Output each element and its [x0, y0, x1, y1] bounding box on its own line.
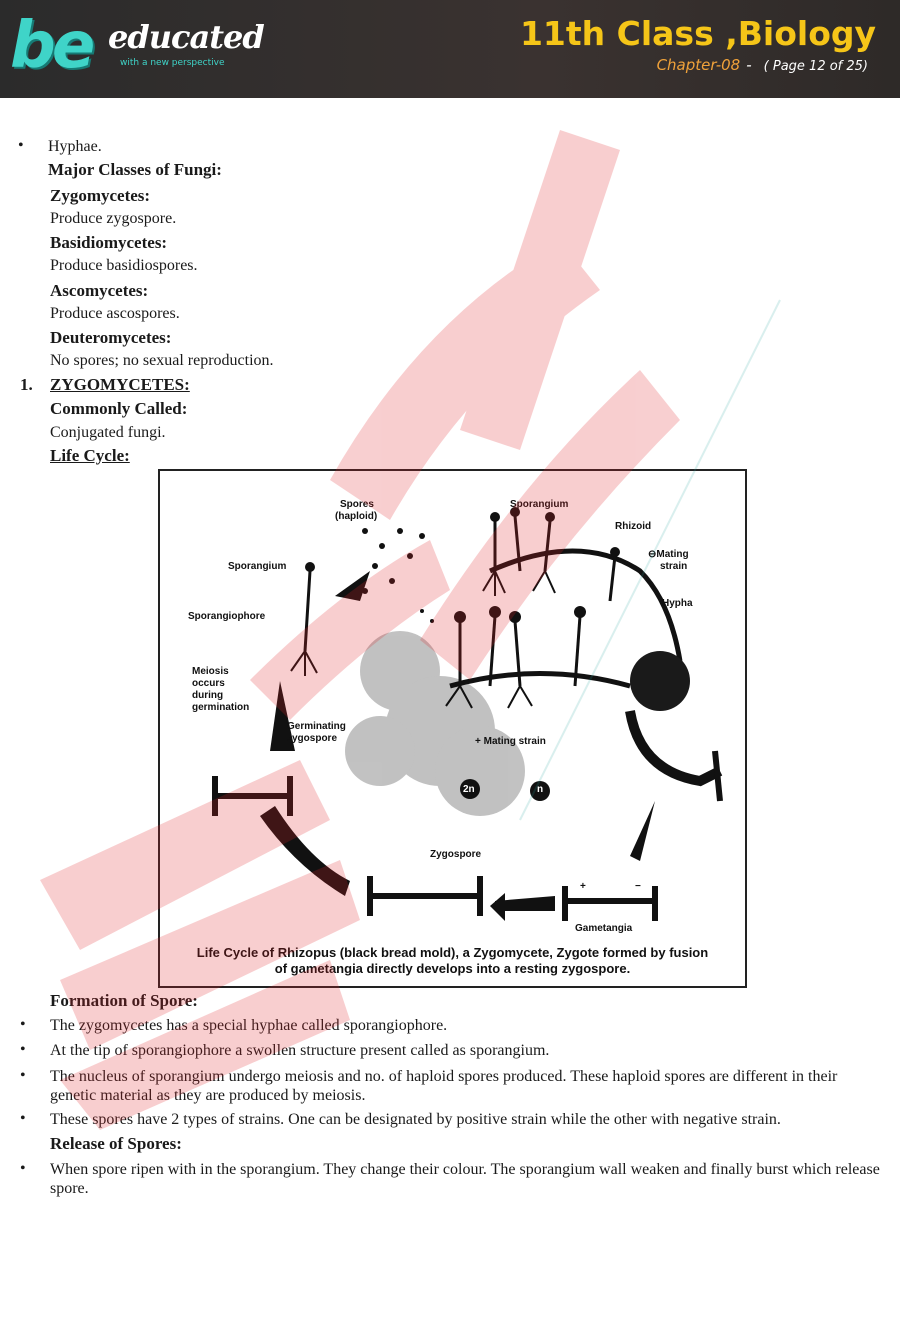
formation-bullet-1: The zygomycetes has a special hyphae cal…	[50, 1017, 448, 1034]
zygomycetes-heading: Zygomycetes:	[50, 186, 151, 205]
ascomycetes-heading: Ascomycetes:	[50, 281, 149, 300]
chapter-label: Chapter-08	[656, 56, 741, 74]
section-number: 1.	[20, 375, 33, 394]
bullet-dot: •	[18, 137, 24, 154]
bullet-dot: •	[20, 1016, 26, 1033]
chapter-page-info: Chapter-08-( Page 12 of 25)	[657, 56, 868, 74]
zygomycetes-text: Produce zygospore.	[50, 210, 177, 227]
bullet-dot: •	[20, 1160, 26, 1177]
label-mating-minus: ⊖Mating	[648, 549, 689, 560]
caption-line-2: of gametangia directly develops into a r…	[274, 961, 631, 976]
label-rhizoid: Rhizoid	[615, 521, 652, 532]
bullet-dot: •	[20, 1110, 26, 1127]
release-heading: Release of Spores:	[50, 1134, 182, 1153]
bullet-dot: •	[20, 1041, 26, 1058]
major-classes-heading: Major Classes of Fungi:	[48, 160, 222, 179]
label-2n: 2n	[463, 784, 475, 795]
label-plus-mating-strain: + Mating strain	[475, 736, 546, 747]
figure-caption: Life Cycle of Rhizopus (black bread mold…	[160, 945, 745, 977]
label-meiosis-1: Meiosis	[192, 666, 229, 677]
class-subject-title: 11th Class ,Biology	[519, 14, 876, 53]
life-cycle-diagram	[212, 507, 723, 921]
deuteromycetes-text: No spores; no sexual reproduction.	[50, 352, 274, 369]
label-meiosis-3: during	[192, 690, 224, 701]
hyphae-text: Hyphae.	[48, 138, 102, 155]
life-cycle-heading: Life Cycle:	[50, 446, 130, 465]
basidiomycetes-heading: Basidiomycetes:	[50, 233, 168, 252]
logo-tagline: with a new perspective	[120, 58, 225, 68]
label-gametangia: Gametangia	[575, 923, 633, 934]
label-zygospore: Zygospore	[430, 849, 482, 860]
formation-bullet-2: At the tip of sporangiophore a swollen s…	[50, 1042, 550, 1059]
caption-line-1: Life Cycle of Rhizopus (black bread mold…	[196, 945, 709, 960]
section-title: ZYGOMYCETES:	[50, 375, 190, 394]
logo-be: be	[10, 9, 95, 83]
commonly-called-heading: Commonly Called:	[50, 399, 188, 418]
label-plus: +	[580, 881, 586, 892]
rhizopus-life-cycle-figure: Spores (haploid) Sporangium Rhizoid ⊖Mat…	[158, 469, 747, 988]
label-meiosis-4: germination	[192, 702, 250, 713]
page-indicator: ( Page 12 of 25)	[763, 59, 868, 74]
logo-word: educated	[108, 18, 265, 56]
label-minus: −	[635, 881, 641, 892]
label-germinating-1: Germinating	[287, 721, 346, 732]
label-sporangium-top: Sporangium	[510, 499, 569, 510]
bullet-dot: •	[20, 1067, 26, 1084]
label-spores: Spores	[340, 499, 374, 510]
label-hypha: Hypha	[662, 598, 693, 609]
page-header: be educated with a new perspective 11th …	[0, 0, 900, 98]
conjugated-text: Conjugated fungi.	[50, 424, 166, 441]
formation-bullet-4: These spores have 2 types of strains. On…	[50, 1111, 781, 1128]
be-educated-logo: be educated with a new perspective	[10, 6, 265, 92]
formation-heading: Formation of Spore:	[50, 991, 198, 1010]
label-haploid: (haploid)	[335, 511, 378, 522]
label-n: n	[537, 784, 544, 795]
label-sporangiophore: Sporangiophore	[188, 611, 266, 622]
label-meiosis-2: occurs	[192, 678, 225, 689]
release-bullet: When spore ripen with in the sporangium.…	[50, 1161, 880, 1197]
deuteromycetes-heading: Deuteromycetes:	[50, 328, 172, 347]
label-strain: strain	[660, 561, 688, 572]
basidiomycetes-text: Produce basidiospores.	[50, 257, 198, 274]
label-germinating-2: zygospore	[287, 733, 338, 744]
formation-bullet-3: The nucleus of sporangium undergo meiosi…	[50, 1068, 838, 1104]
ascomycetes-text: Produce ascospores.	[50, 305, 180, 322]
separator: -	[746, 56, 752, 74]
label-sporangium-left: Sporangium	[228, 561, 287, 572]
